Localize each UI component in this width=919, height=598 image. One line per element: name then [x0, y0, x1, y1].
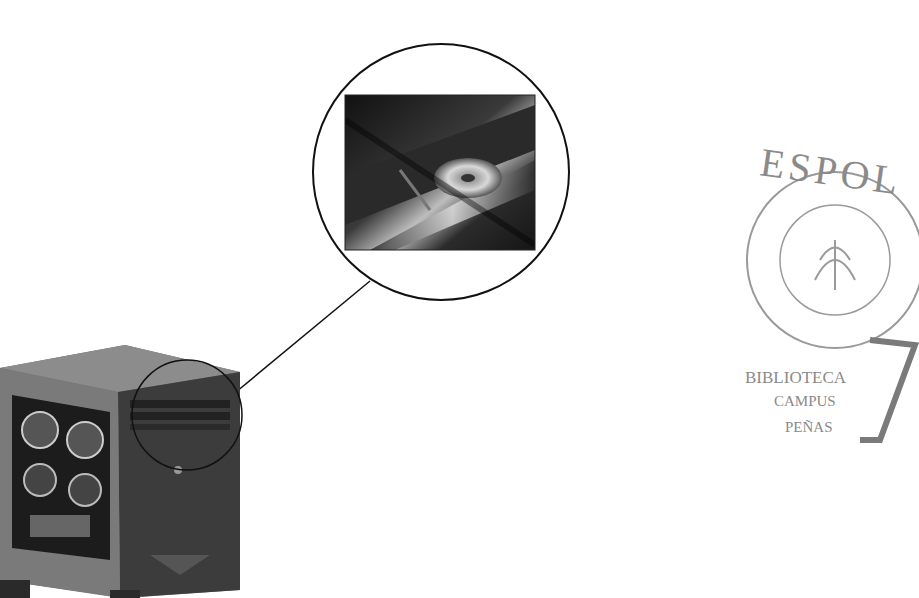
stamp-text: CAMPUS [774, 393, 836, 410]
stamp-text: BIBLIOTECA [745, 368, 846, 388]
library-stamp [747, 172, 919, 440]
zoom-circle [313, 44, 569, 300]
stamp-text: ESPOL [757, 138, 904, 204]
leader-line [236, 281, 370, 392]
zoom-photo [345, 95, 535, 250]
stamp-text: PEÑAS [785, 419, 833, 436]
pc-case [0, 345, 242, 598]
